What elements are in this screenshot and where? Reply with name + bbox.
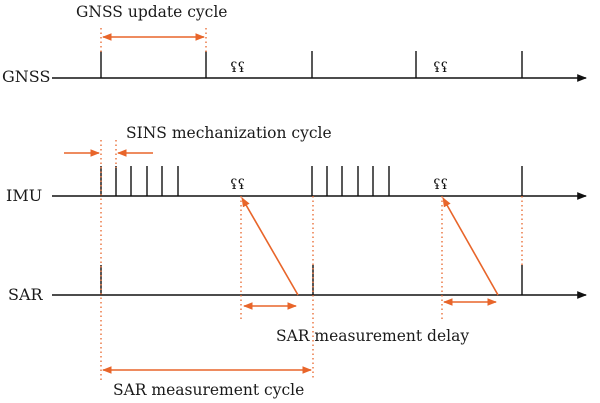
imu-break-mark: ʢʢ xyxy=(230,177,245,193)
sar-to-imu-delay-arrow-1 xyxy=(241,197,299,296)
gnss-ticks xyxy=(100,51,523,78)
gnss-break-mark: ʢʢ xyxy=(230,60,245,76)
sar-measurement-cycle-label: SAR measurement cycle xyxy=(113,381,304,399)
gnss-update-cycle-label: GNSS update cycle xyxy=(76,3,227,21)
sar-row-label: SAR xyxy=(8,285,44,304)
sins-mechanization-cycle-label: SINS mechanization cycle xyxy=(126,124,332,142)
imu-break-mark: ʢʢ xyxy=(433,177,448,193)
sar-ticks xyxy=(100,265,523,295)
gnss-break-mark: ʢʢ xyxy=(433,60,448,76)
imu-row-label: IMU xyxy=(6,186,42,205)
sar-measurement-delay-label: SAR measurement delay xyxy=(276,327,469,345)
imu-ticks xyxy=(100,166,523,196)
gnss-row-label: GNSS xyxy=(2,67,50,86)
sar-to-imu-delay-arrow-2 xyxy=(442,197,499,296)
